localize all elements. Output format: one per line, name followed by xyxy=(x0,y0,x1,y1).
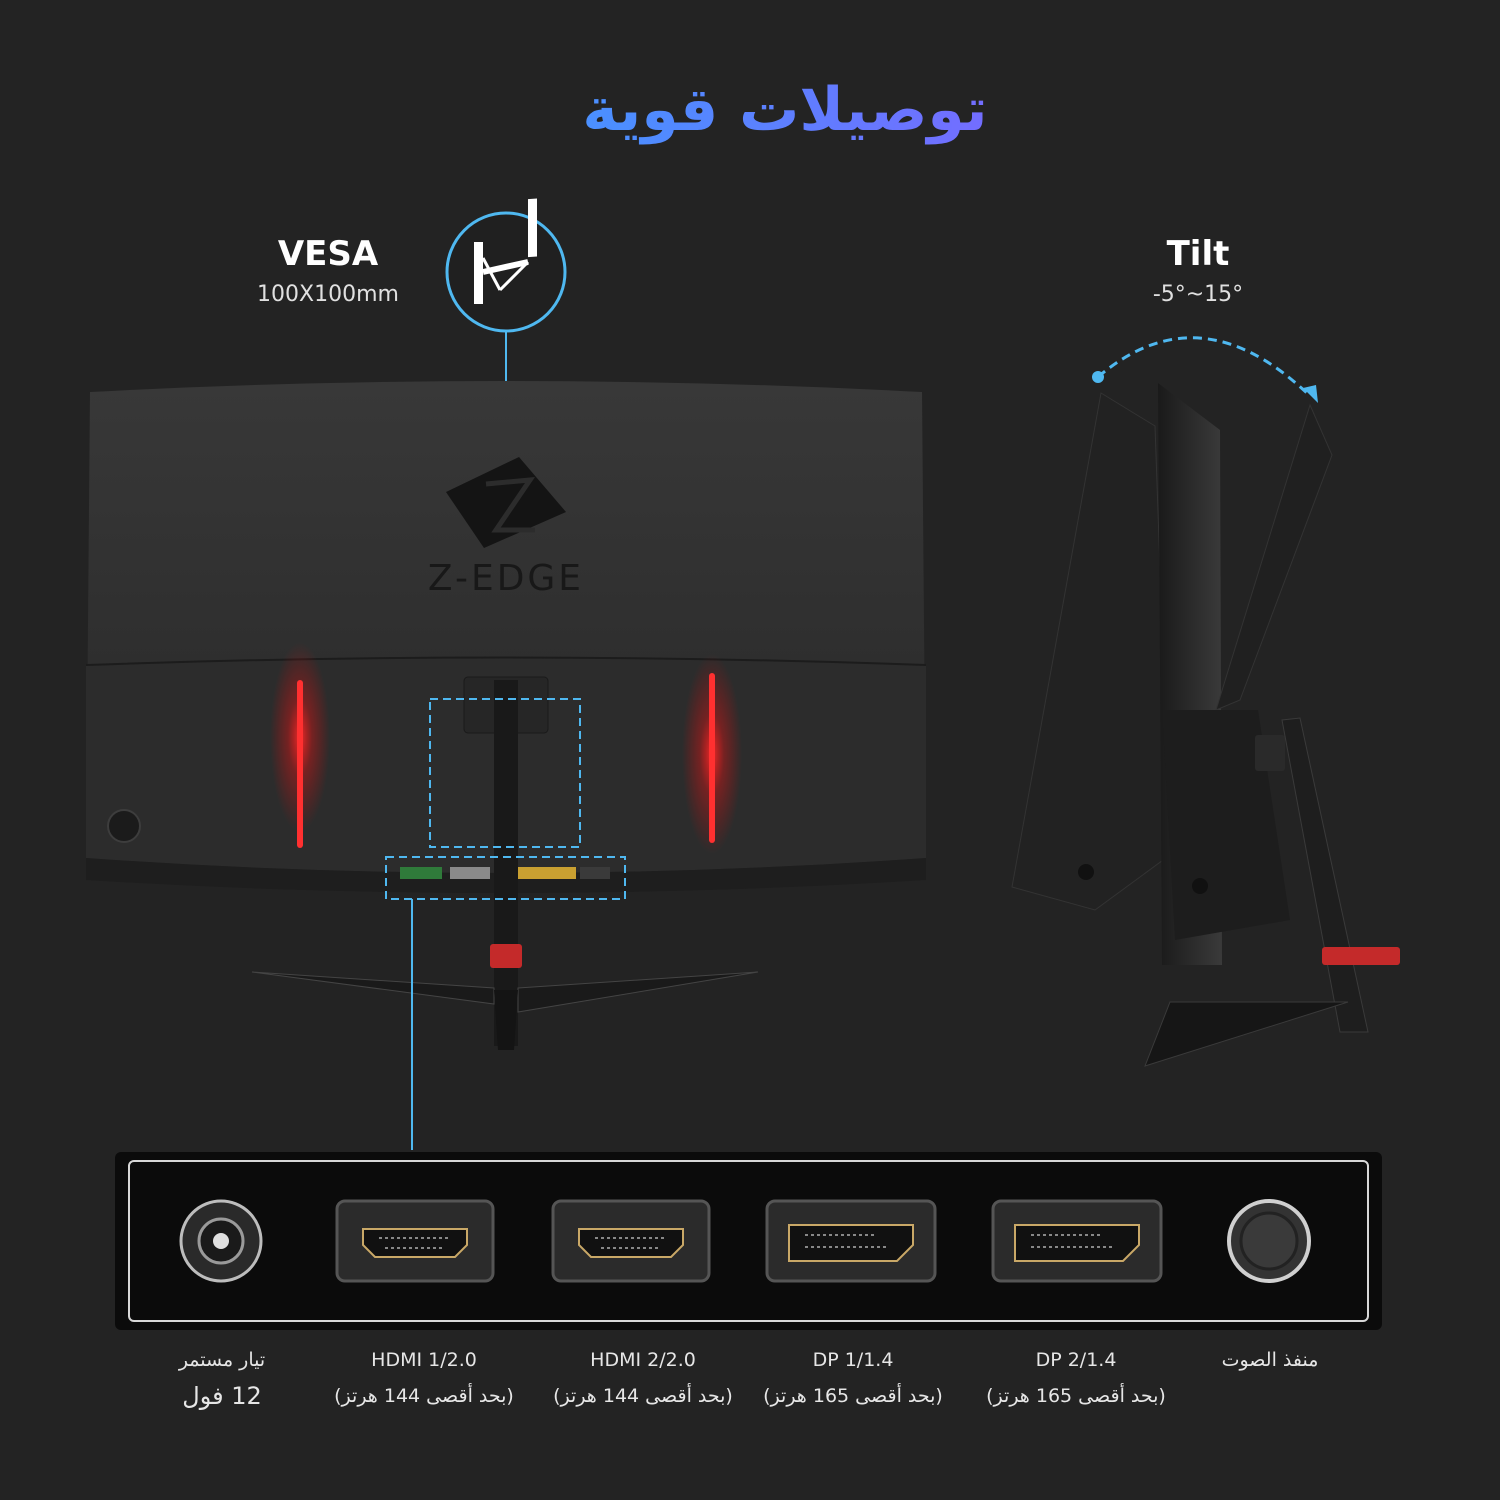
monitor-side-view xyxy=(1011,383,1400,1067)
port-label-dp-1: DP 1/1.4 (بحد أقصى 165 هرتز) xyxy=(743,1342,963,1414)
monitor-illustration: Z-EDGE xyxy=(85,198,1400,1150)
hdmi-port-icon xyxy=(335,1199,495,1283)
port-spec: (بحد أقصى 165 هرتز) xyxy=(763,1385,943,1407)
dc-power-port-icon xyxy=(179,1199,263,1283)
vesa-spec: 100X100mm xyxy=(257,282,399,307)
port-name: HDMI 2/2.0 xyxy=(590,1349,696,1371)
tilt-title: Tilt xyxy=(1166,234,1230,274)
port-label-dc: تيار مستمر 12 فول xyxy=(112,1342,332,1414)
port-label-hdmi-2: HDMI 2/2.0 (بحد أقصى 144 هرتز) xyxy=(533,1342,753,1414)
port-name: منفذ الصوت xyxy=(1221,1349,1319,1371)
port-name: DP 2/1.4 xyxy=(1035,1349,1117,1371)
hdmi-port-icon xyxy=(551,1199,711,1283)
vesa-mount-icon xyxy=(445,198,567,333)
port-panel-frame xyxy=(128,1160,1369,1322)
displayport-icon xyxy=(991,1199,1163,1283)
port-name: HDMI 1/2.0 xyxy=(371,1349,477,1371)
port-spec: (بحد أقصى 144 هرتز) xyxy=(553,1385,733,1407)
port-spec: (بحد أقصى 144 هرتز) xyxy=(334,1385,514,1407)
port-label-hdmi-1: HDMI 1/2.0 (بحد أقصى 144 هرتز) xyxy=(314,1342,534,1414)
displayport-icon xyxy=(765,1199,937,1283)
vesa-title: VESA xyxy=(277,234,379,274)
port-spec: 12 فول xyxy=(182,1382,262,1410)
monitor-back xyxy=(85,381,927,1050)
port-label-audio: منفذ الصوت xyxy=(1160,1342,1380,1378)
brand-name: Z-EDGE xyxy=(428,558,584,599)
port-name: DP 1/1.4 xyxy=(812,1349,894,1371)
port-name: تيار مستمر xyxy=(178,1349,266,1371)
port-spec: (بحد أقصى 165 هرتز) xyxy=(986,1385,1166,1407)
port-label-dp-2: DP 2/1.4 (بحد أقصى 165 هرتز) xyxy=(966,1342,1186,1414)
z-edge-logo xyxy=(446,457,566,548)
page-title: توصيلات قوية xyxy=(0,75,1500,145)
port-icons xyxy=(179,1199,1311,1283)
tilt-arrow-icon xyxy=(1097,336,1312,398)
tilt-range: -5°~15° xyxy=(1152,282,1244,307)
audio-port-icon xyxy=(1227,1199,1311,1283)
port-panel xyxy=(115,1152,1382,1330)
